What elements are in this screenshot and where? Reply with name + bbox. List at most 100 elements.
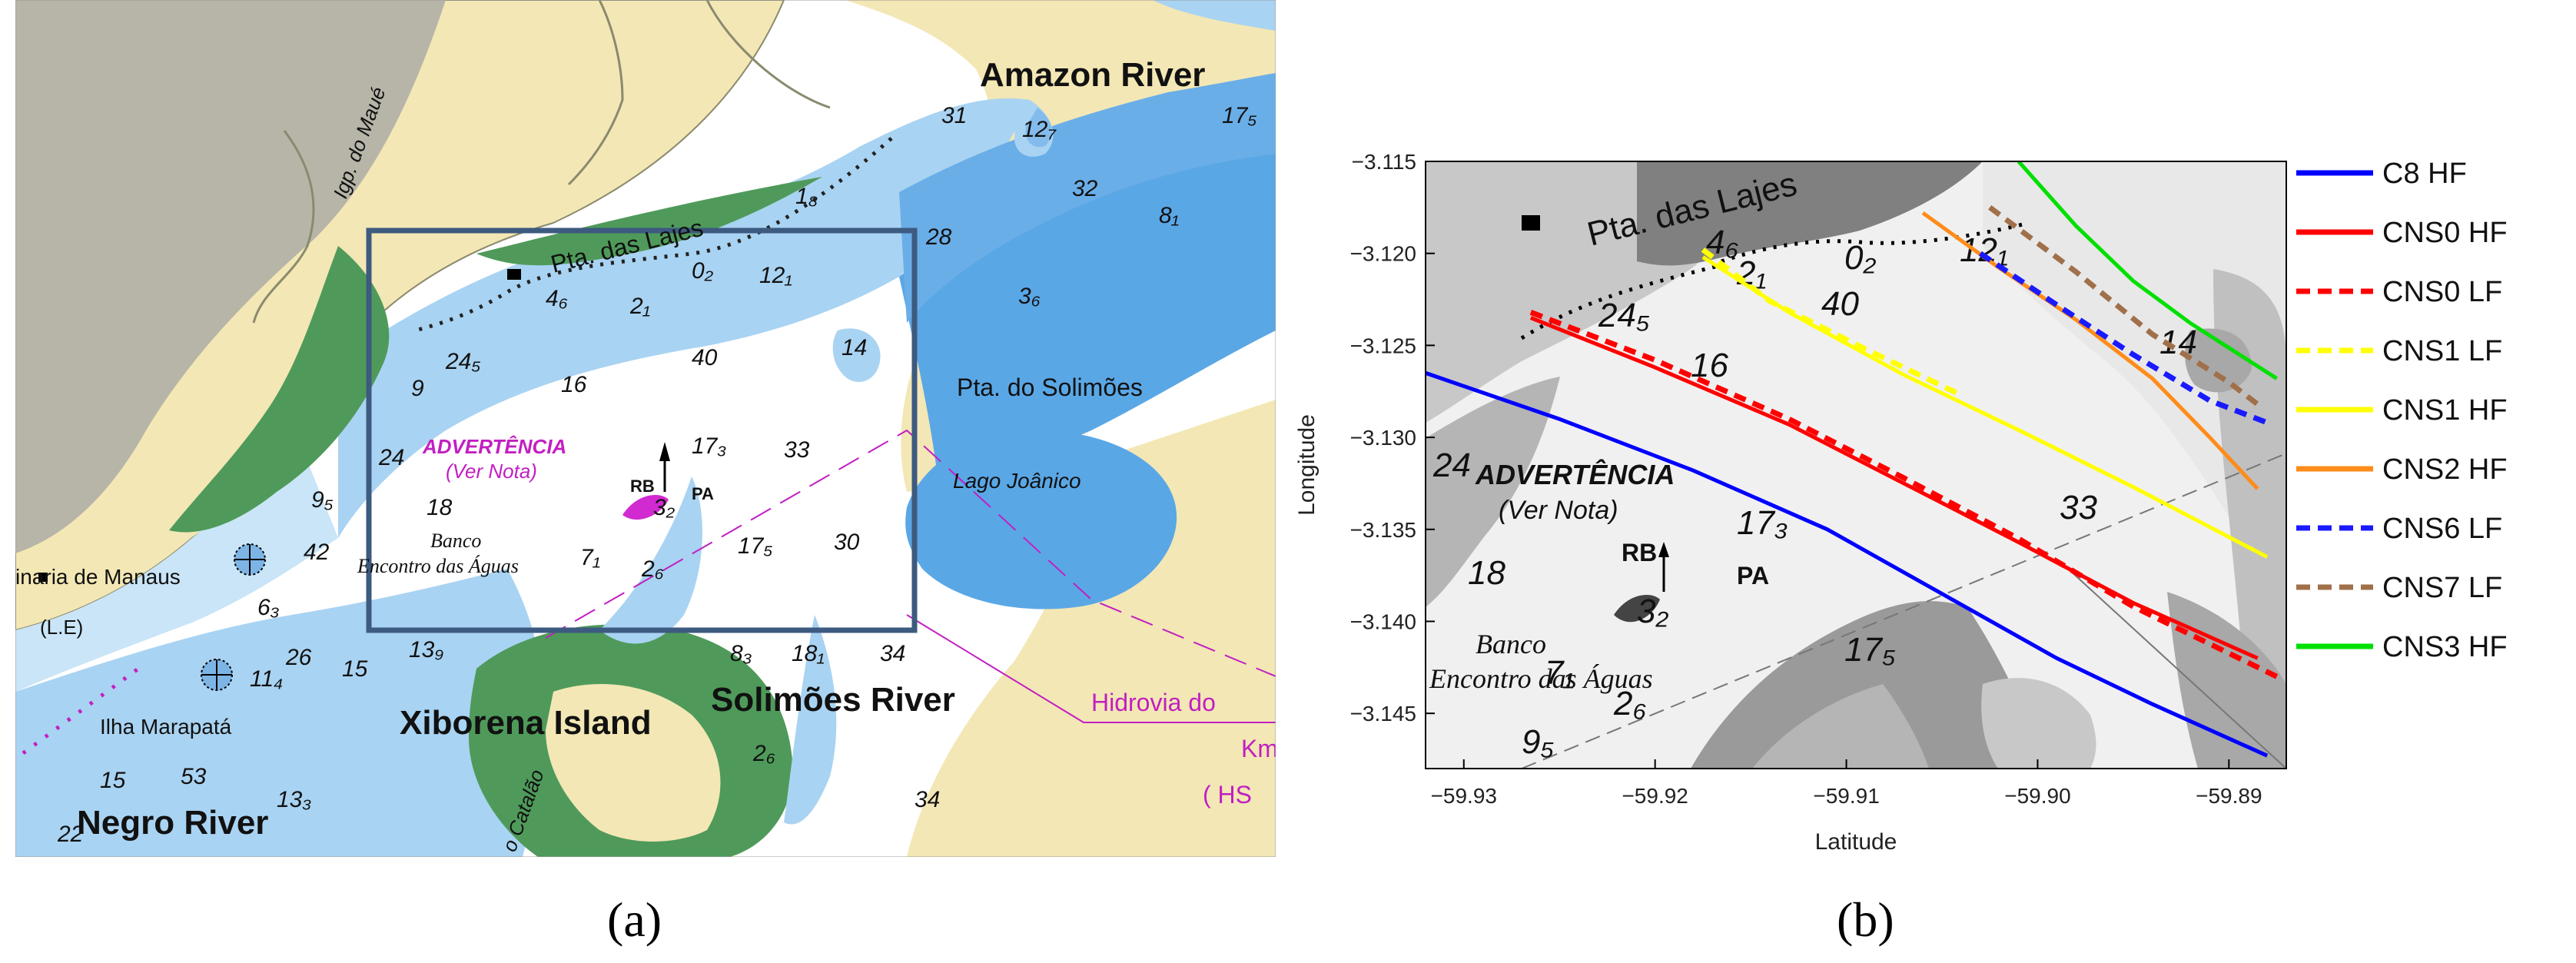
sounding: 11₄ [250, 666, 283, 692]
legend-label: CNS0 LF [2382, 276, 2502, 308]
chart-sounding: 7₁ [1545, 654, 1574, 692]
negro-river-label: Negro River [77, 804, 268, 842]
sounding: 28 [925, 224, 952, 250]
chart-sounding: 17₅ [1844, 631, 1896, 669]
chart-panel-b: Pta. das Lajes ADVERTÊNCIA (Ver Nota) Ba… [1291, 131, 2567, 868]
sounding: 15 [100, 768, 126, 793]
sounding: 24₅ [445, 349, 480, 374]
chart-sounding: 9₅ [1522, 723, 1554, 761]
chart-sounding: 33 [2060, 489, 2097, 526]
trajectory-chart: Pta. das Lajes ADVERTÊNCIA (Ver Nota) Ba… [1294, 150, 2508, 855]
pa-text: PA [692, 484, 714, 503]
sounding: 33 [784, 437, 810, 463]
y-tick-label: −3.120 [1350, 242, 1416, 266]
legend-label: CNS1 HF [2382, 394, 2508, 427]
x-axis-label: Latitude [1815, 829, 1897, 855]
chart-sounding: 2₆ [1613, 685, 1646, 722]
chart-sounding: 18 [1468, 554, 1505, 592]
sounding: 8₃ [730, 641, 752, 666]
chart-sounding: 40 [1821, 285, 1859, 323]
sounding: 15 [342, 656, 368, 682]
sounding: 22 [57, 822, 84, 847]
sounding: 16 [561, 372, 587, 397]
nautical-map: Amazon River Solimões River Negro River … [15, 0, 1278, 858]
chart-ver-nota: (Ver Nota) [1499, 496, 1618, 525]
amazon-river-label: Amazon River [980, 56, 1205, 94]
series-line-c8-hf [1426, 370, 2269, 758]
sounding: 32 [1072, 176, 1098, 201]
series-line-cns3-hf [2017, 161, 2278, 380]
sounding: 8₁ [1159, 203, 1179, 228]
banco-text: Banco [430, 530, 481, 552]
chart-pa: PA [1737, 562, 1769, 589]
legend-label: CNS0 HF [2382, 217, 2508, 249]
x-tick-label: −59.93 [1431, 784, 1497, 808]
chart-rb: RB [1622, 539, 1657, 566]
sounding: 18 [427, 495, 453, 520]
sounding: 12₁ [759, 263, 792, 288]
sounding: 2₆ [752, 741, 775, 766]
x-tick-label: −59.91 [1813, 784, 1879, 808]
chart-encontro: Encontro das Águas [1429, 663, 1653, 694]
legend-label: CNS7 LF [2382, 572, 2502, 604]
sounding: 2₆ [641, 556, 664, 582]
sounding: 4₆ [546, 286, 568, 311]
sounding: 17₅ [738, 533, 772, 559]
x-tick-label: −59.92 [1622, 784, 1688, 808]
solimoes-river-label: Solimões River [711, 681, 955, 719]
legend-label: CNS2 HF [2382, 453, 2508, 486]
chart-advertencia: ADVERTÊNCIA [1475, 458, 1675, 490]
chart-sounding: 16 [1691, 347, 1728, 384]
sounding: 53 [181, 764, 207, 789]
y-tick-label: −3.145 [1350, 702, 1416, 726]
sounding: 40 [692, 345, 718, 370]
chart-banco: Banco [1476, 629, 1546, 659]
chart-sounding: 0₂ [1844, 239, 1876, 277]
sounding: 12₇ [1022, 117, 1057, 142]
y-tick-label: −3.140 [1350, 609, 1416, 633]
sounding: 9₅ [311, 487, 334, 513]
map-panel-a: Amazon River Solimões River Negro River … [15, 0, 1278, 858]
xiborena-island-label: Xiborena Island [400, 704, 652, 742]
series-line-cns0-lf [1529, 310, 2279, 679]
hs-text: ( HS [1203, 781, 1252, 809]
sounding: 3₆ [1018, 284, 1041, 309]
sounding: 17₅ [1222, 103, 1256, 128]
sounding: 3₂ [653, 495, 676, 520]
y-tick-label: −3.115 [1352, 150, 1416, 174]
le-text: (L.E) [40, 616, 83, 639]
legend-label: CNS3 HF [2382, 631, 2508, 663]
ver-nota-text: (Ver Nota) [446, 460, 537, 483]
chart-sounding: 12₁ [1960, 231, 2008, 269]
chart-sounding: 17₃ [1737, 504, 1788, 542]
hidrovia-text: Hidrovia do [1091, 689, 1216, 716]
encontro-text: Encontro das Águas [357, 555, 519, 577]
series-line-cns0-hf [1529, 316, 2259, 660]
series-line-cns7-lf [1988, 204, 2259, 407]
marapata-text: Ilha Marapatá [100, 715, 232, 739]
sounding: 34 [915, 787, 940, 812]
sounding: 42 [304, 540, 330, 565]
chart-sounding: 24₅ [1598, 297, 1650, 334]
y-tick-label: −3.125 [1350, 334, 1416, 357]
rb-text: RB [630, 477, 655, 496]
sounding: 14 [842, 335, 867, 360]
sounding: 31 [941, 103, 967, 128]
sounding: 1₈ [795, 184, 818, 209]
series-line-cns1-lf [1701, 247, 1963, 398]
x-tick-label: −59.90 [2004, 784, 2070, 808]
legend-label: C8 HF [2382, 158, 2467, 190]
y-tick-label: −3.130 [1350, 426, 1416, 450]
chart-sounding: 3₂ [1637, 593, 1668, 630]
sounding: 7₁ [580, 545, 600, 570]
lago-text: Lago Joânico [953, 469, 1081, 493]
panel-label-a: (a) [607, 892, 662, 947]
series-layer [1426, 161, 2279, 758]
sounding: 13₃ [277, 787, 311, 812]
sounding: 9 [411, 376, 424, 401]
chart-sounding: 24 [1432, 447, 1471, 484]
pta-solimoes-text: Pta. do Solimões [957, 374, 1143, 401]
sounding: 2₁ [629, 294, 650, 319]
sounding: 30 [834, 530, 860, 555]
